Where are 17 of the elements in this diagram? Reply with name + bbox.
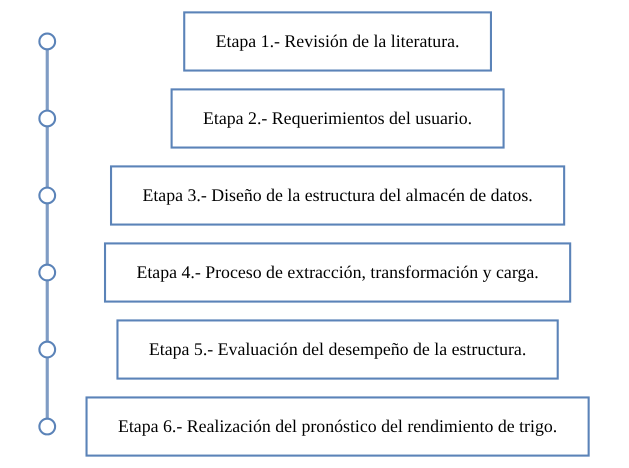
connector <box>46 357 50 419</box>
connector <box>46 203 50 265</box>
connector <box>46 280 50 342</box>
node-circle <box>38 186 57 204</box>
node-box: Etapa 3.- Diseño de la estructura del almacén de datos. <box>110 165 566 226</box>
node-circle <box>38 418 57 436</box>
node-box: Etapa 6.- Realización del pronóstico del rendimiento de trigo. <box>86 396 590 457</box>
connector <box>46 49 50 111</box>
node-box: Etapa 1.- Revisión de la literatura. <box>184 11 492 72</box>
node-circle <box>38 340 57 358</box>
node-box: Etapa 5.- Evaluación del desempeño de la estructura. <box>116 319 560 380</box>
node-circle <box>38 32 57 50</box>
node-circle <box>38 264 57 282</box>
node-box: Etapa 2.- Requerimientos del usuario. <box>171 88 506 149</box>
node-box: Etapa 4.- Proceso de extracción, transformación y carga. <box>104 242 572 303</box>
node-circle <box>38 110 57 128</box>
connector <box>46 126 50 188</box>
